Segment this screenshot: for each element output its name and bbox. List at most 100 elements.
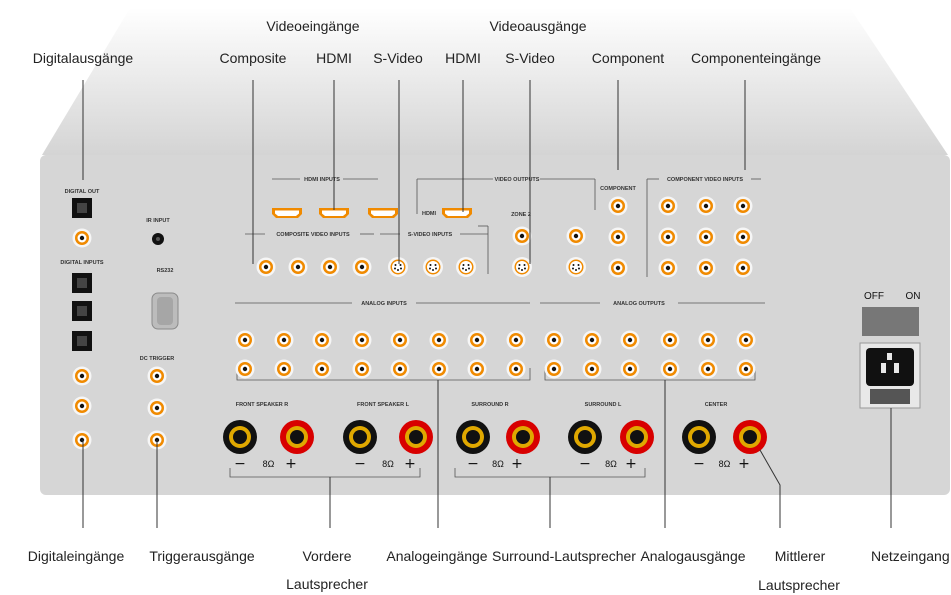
rca-jack: [620, 359, 640, 379]
speaker-terminal: [733, 420, 767, 454]
label-front-speaker-r: FRONT SPEAKER R: [236, 402, 289, 408]
label-video-outputs: VIDEO OUTPUTS: [495, 177, 540, 183]
rca-jack: [696, 258, 716, 278]
label-surround-l: SURROUND L: [585, 402, 622, 408]
callout-video-outputs: Videoausgänge: [489, 18, 586, 34]
callout-hdmi-in: HDMI: [316, 50, 352, 66]
rca-jack: [320, 257, 340, 277]
rca-jack: [733, 258, 753, 278]
rs232-port: [151, 292, 179, 330]
rca-jack: [235, 359, 255, 379]
callout-power-input: Netzeingang: [871, 548, 950, 564]
callout-surround-speakers: Surround-Lautsprecher: [492, 548, 636, 564]
rca-jack: [608, 258, 628, 278]
plus-mark: +: [625, 456, 637, 472]
optical-port: [72, 198, 92, 218]
callout-component-inputs: Componenteingänge: [691, 50, 821, 66]
svideo-jack: [423, 257, 443, 277]
impedance-mark: 8Ω: [719, 459, 731, 469]
minus-mark: −: [693, 456, 705, 472]
impedance-mark: 8Ω: [605, 459, 617, 469]
callout-front-speakers-line1: Vordere: [302, 548, 351, 564]
speaker-terminal: [506, 420, 540, 454]
rca-jack: [72, 228, 92, 248]
label-svideo-inputs: S-VIDEO INPUTS: [408, 232, 453, 238]
speaker-terminal: [280, 420, 314, 454]
rca-jack: [736, 330, 756, 350]
rca-jack: [429, 330, 449, 350]
rca-jack: [506, 359, 526, 379]
hdmi-port: [272, 208, 302, 218]
rca-jack: [512, 226, 532, 246]
rca-jack: [352, 359, 372, 379]
rca-jack: [390, 330, 410, 350]
speaker-terminal: [456, 420, 490, 454]
callout-center-speaker-line2: Lautsprecher: [758, 577, 840, 593]
optical-port: [72, 273, 92, 293]
label-front-speaker-l: FRONT SPEAKER L: [357, 402, 410, 408]
label-switch-off: OFF: [864, 291, 884, 302]
rca-jack: [696, 196, 716, 216]
rca-jack: [288, 257, 308, 277]
impedance-mark: 8Ω: [492, 459, 504, 469]
label-digital-inputs: DIGITAL INPUTS: [60, 260, 104, 266]
svideo-jack: [388, 257, 408, 277]
callout-digital-outputs: Digitalausgänge: [33, 50, 134, 66]
label-analog-outputs: ANALOG OUTPUTS: [613, 301, 665, 307]
plus-mark: +: [404, 456, 416, 472]
optical-port: [72, 331, 92, 351]
speaker-terminal: [223, 420, 257, 454]
rca-jack: [658, 196, 678, 216]
callout-leaders: [82, 80, 892, 528]
callout-video-inputs: Videoeingänge: [266, 18, 359, 34]
rca-jack: [733, 227, 753, 247]
rca-jack: [544, 359, 564, 379]
hdmi-ports: [272, 208, 472, 218]
svideo-jacks: [388, 257, 586, 277]
rca-jack: [274, 330, 294, 350]
label-hdmi-out: HDMI: [422, 211, 437, 217]
label-center: CENTER: [705, 402, 728, 408]
label-digital-out: DIGITAL OUT: [65, 189, 100, 195]
label-component-video-inputs: COMPONENT VIDEO INPUTS: [667, 177, 743, 183]
rca-jack: [235, 330, 255, 350]
label-surround-r: SURROUND R: [471, 402, 508, 408]
label-zone2: ZONE 2: [511, 212, 531, 218]
label-hdmi-inputs: HDMI INPUTS: [304, 177, 340, 183]
rca-jack: [72, 366, 92, 386]
callout-front-speakers-line2: Lautsprecher: [286, 576, 368, 592]
rca-jack: [506, 330, 526, 350]
plus-mark: +: [511, 456, 523, 472]
speaker-terminal: [399, 420, 433, 454]
label-ir-input: IR INPUT: [146, 218, 170, 224]
rca-jack: [544, 330, 564, 350]
rca-jack: [660, 359, 680, 379]
panel-labels: DIGITAL OUT DIGITAL INPUTS IR INPUT RS23…: [60, 177, 920, 408]
hdmi-port: [442, 208, 472, 218]
rca-jack: [736, 359, 756, 379]
callout-analog-inputs: Analogeingänge: [386, 548, 487, 564]
rca-jack: [658, 258, 678, 278]
label-dc-trigger: DC TRIGGER: [140, 356, 175, 362]
rca-jack: [566, 226, 586, 246]
rca-jack: [608, 227, 628, 247]
callout-digital-inputs: Digitaleingänge: [28, 548, 125, 564]
panel-section-lines: [229, 178, 765, 478]
plus-mark: +: [285, 456, 297, 472]
rca-jack: [72, 430, 92, 450]
impedance-mark: 8Ω: [263, 459, 275, 469]
power-switch: [862, 307, 919, 336]
speaker-terminal: [682, 420, 716, 454]
rca-jack: [312, 359, 332, 379]
callout-analog-outputs: Analogausgänge: [640, 548, 745, 564]
rca-jack: [256, 257, 276, 277]
minus-mark: −: [354, 456, 366, 472]
back-panel: [40, 155, 950, 495]
speaker-terminals: [223, 420, 767, 454]
chassis-top: [42, 8, 948, 155]
hdmi-port: [368, 208, 398, 218]
speaker-polarity-marks: −8Ω+−8Ω+−8Ω+−8Ω+−8Ω+: [234, 456, 750, 472]
hdmi-port: [319, 208, 349, 218]
label-analog-inputs: ANALOG INPUTS: [361, 301, 407, 307]
minus-mark: −: [467, 456, 479, 472]
